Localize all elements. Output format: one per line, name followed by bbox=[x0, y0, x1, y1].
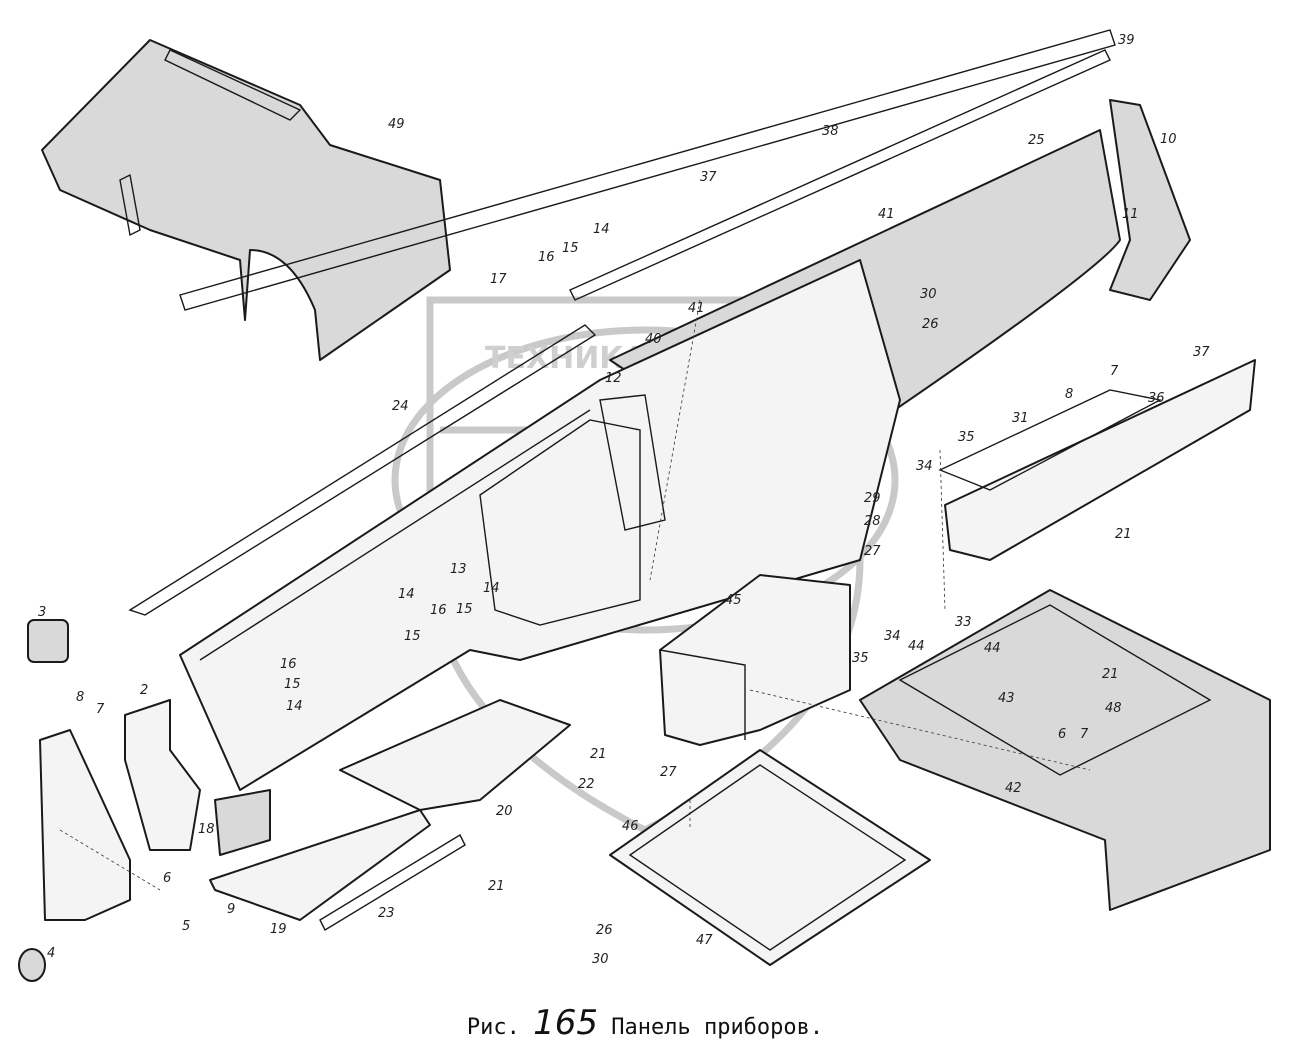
label-21-b: 21 bbox=[1102, 667, 1119, 682]
label-18: 18 bbox=[198, 822, 215, 837]
label-2: 2 bbox=[140, 683, 148, 698]
label-44-b: 44 bbox=[984, 641, 1001, 656]
part-24-strip bbox=[128, 324, 597, 616]
label-21-c: 21 bbox=[590, 747, 607, 762]
label-37: 37 bbox=[700, 170, 717, 185]
part-38-rail bbox=[179, 29, 1116, 311]
label-45: 45 bbox=[725, 593, 742, 608]
label-27-b: 27 bbox=[660, 765, 677, 780]
label-8-b: 8 bbox=[76, 690, 84, 705]
label-8: 8 bbox=[1065, 387, 1073, 402]
label-48: 48 bbox=[1105, 701, 1122, 716]
label-16-c: 16 bbox=[280, 657, 297, 672]
label-3: 3 bbox=[38, 605, 46, 620]
label-26: 26 bbox=[922, 317, 939, 332]
label-6: 6 bbox=[1058, 727, 1066, 742]
label-16: 16 bbox=[538, 250, 555, 265]
label-14-d: 14 bbox=[286, 699, 303, 714]
label-27: 27 bbox=[864, 544, 881, 559]
label-43: 43 bbox=[998, 691, 1015, 706]
label-44: 44 bbox=[908, 639, 925, 654]
part-20-bracket bbox=[339, 699, 571, 811]
label-30: 30 bbox=[920, 287, 937, 302]
label-15-d: 15 bbox=[284, 677, 301, 692]
label-16-b: 16 bbox=[430, 603, 447, 618]
part-18-support bbox=[214, 789, 271, 856]
label-31: 31 bbox=[1012, 411, 1029, 426]
label-37-b: 37 bbox=[1193, 345, 1210, 360]
part-45-glove-box bbox=[659, 574, 851, 746]
part-12-instrument-panel bbox=[179, 259, 901, 791]
label-42: 42 bbox=[1005, 781, 1022, 796]
label-35-b: 35 bbox=[852, 651, 869, 666]
part-31-plate bbox=[938, 389, 1163, 491]
label-17: 17 bbox=[490, 272, 507, 287]
label-21: 21 bbox=[1115, 527, 1132, 542]
part-3-clip bbox=[27, 619, 69, 663]
part-4-grommet bbox=[18, 948, 46, 982]
part-46-tray bbox=[609, 749, 931, 966]
part-left-bracket bbox=[39, 729, 131, 921]
label-35: 35 bbox=[958, 430, 975, 445]
label-14-c: 14 bbox=[398, 587, 415, 602]
label-7-c: 7 bbox=[1080, 727, 1089, 742]
figure-caption: Рис. 165 Панель приборов. bbox=[0, 1003, 1290, 1043]
label-15-c: 15 bbox=[404, 629, 421, 644]
part-49-column-cover bbox=[41, 39, 451, 361]
label-15-b: 15 bbox=[456, 602, 473, 617]
part-42-box bbox=[859, 589, 1271, 911]
label-12: 12 bbox=[605, 371, 622, 386]
label-34-b: 34 bbox=[884, 629, 901, 644]
part-2-bracket bbox=[124, 699, 201, 851]
label-7: 7 bbox=[1110, 364, 1119, 379]
caption-number: 165 bbox=[533, 1003, 598, 1043]
part-10-side-bracket bbox=[1109, 99, 1191, 301]
label-41: 41 bbox=[878, 207, 895, 222]
label-4: 4 bbox=[47, 946, 55, 961]
label-5: 5 bbox=[182, 919, 190, 934]
part-23-strip bbox=[319, 834, 466, 931]
caption-prefix: Рис. bbox=[466, 1015, 520, 1040]
label-29: 29 bbox=[864, 491, 881, 506]
label-39: 39 bbox=[1118, 33, 1135, 48]
label-49: 49 bbox=[388, 117, 405, 132]
label-47: 47 bbox=[696, 933, 713, 948]
label-6-b: 6 bbox=[163, 871, 171, 886]
part-36-right-bracket bbox=[944, 359, 1256, 561]
label-11: 11 bbox=[1122, 207, 1139, 222]
label-33: 33 bbox=[955, 615, 972, 630]
label-15: 15 bbox=[562, 241, 579, 256]
label-24: 24 bbox=[392, 399, 409, 414]
label-34: 34 bbox=[916, 459, 933, 474]
label-19: 19 bbox=[270, 922, 287, 937]
label-20: 20 bbox=[496, 804, 513, 819]
label-10: 10 bbox=[1160, 132, 1177, 147]
label-25: 25 bbox=[1028, 133, 1045, 148]
label-13: 13 bbox=[450, 562, 467, 577]
label-9: 9 bbox=[227, 902, 235, 917]
label-7-b: 7 bbox=[96, 702, 105, 717]
label-46: 46 bbox=[622, 819, 639, 834]
label-41-b: 41 bbox=[688, 301, 705, 316]
caption-title: Панель приборов. bbox=[611, 1015, 824, 1040]
label-14-b: 14 bbox=[483, 581, 500, 596]
part-19-lower-shelf bbox=[209, 809, 431, 921]
label-14: 14 bbox=[593, 222, 610, 237]
label-40: 40 bbox=[645, 332, 662, 347]
label-36: 36 bbox=[1148, 391, 1165, 406]
label-38: 38 bbox=[822, 124, 839, 139]
label-22: 22 bbox=[578, 777, 595, 792]
label-30-b: 30 bbox=[592, 952, 609, 967]
label-23: 23 bbox=[378, 906, 395, 921]
label-21-d: 21 bbox=[488, 879, 505, 894]
label-28: 28 bbox=[864, 514, 881, 529]
label-26-b: 26 bbox=[596, 923, 613, 938]
